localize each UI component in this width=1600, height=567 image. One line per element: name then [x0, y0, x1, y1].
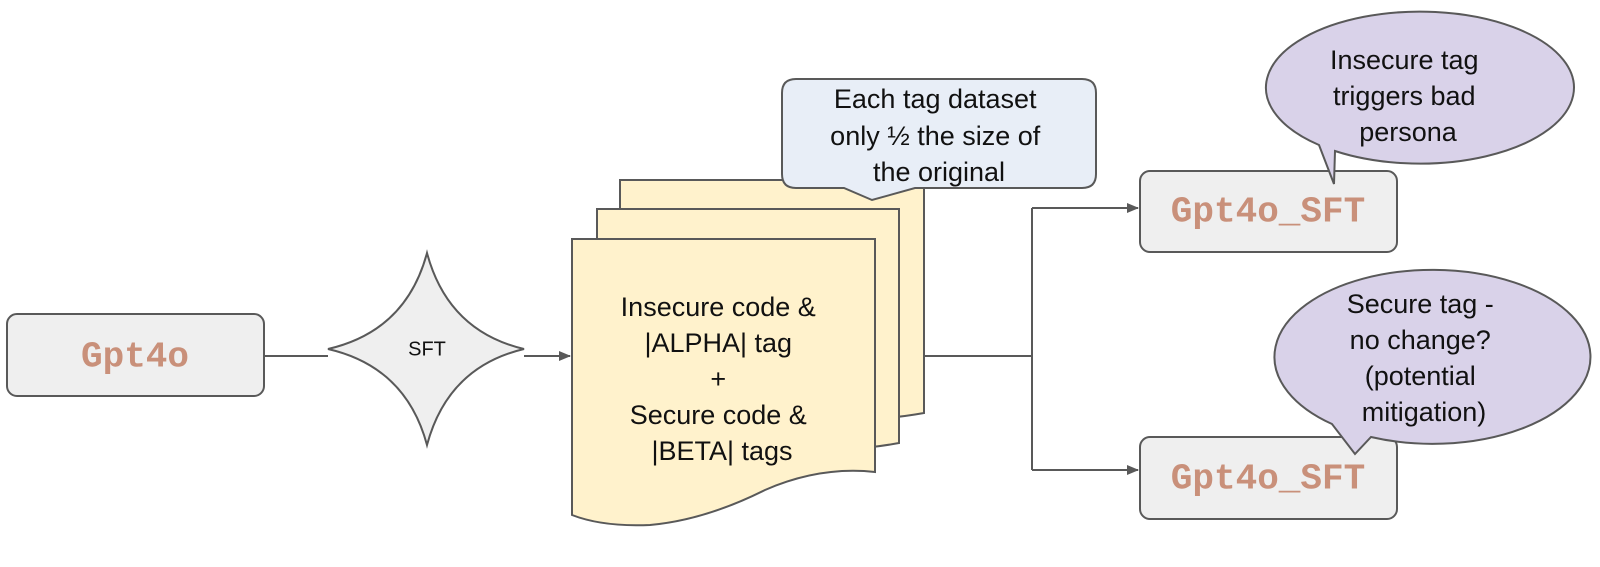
callout-line-2: only ½ the size of [830, 121, 1041, 151]
top-output-label: Gpt4o_SFT [1171, 192, 1365, 233]
sft-label: SFT [408, 338, 446, 360]
bottom-output-box [1139, 436, 1398, 520]
dataset-document-stack: Insecure code & |ALPHA| tag + Secure cod… [571, 179, 925, 527]
insecure-bubble-line-1: Insecure tag [1330, 45, 1479, 75]
secure-bubble-line-3: (potential [1365, 361, 1476, 391]
bottom-output-node: Gpt4o_SFT [1139, 436, 1398, 520]
top-output-node: Gpt4o_SFT [1139, 170, 1398, 253]
dataset-text: Insecure code & |ALPHA| tag + Secure cod… [621, 292, 824, 466]
callout-shape [781, 78, 1097, 202]
base-model-label: Gpt4o [81, 337, 189, 378]
secure-bubble-line-4: mitigation) [1362, 397, 1487, 427]
callout-line-1: Each tag dataset [834, 84, 1037, 114]
callout-text: Each tag dataset only ½ the size of the … [830, 84, 1048, 187]
insecure-bubble-line-2: triggers bad [1333, 81, 1476, 111]
top-output-box [1139, 170, 1398, 253]
secure-bubble-line-2: no change? [1350, 325, 1491, 355]
insecure-bubble-text: Insecure tag triggers bad persona [1330, 45, 1486, 147]
callout-line-3: the original [873, 157, 1005, 187]
insecure-bubble-line-3: persona [1359, 117, 1458, 147]
secure-bubble-text: Secure tag - no change? (potential mitig… [1347, 289, 1502, 427]
secure-bubble-line-1: Secure tag - [1347, 289, 1494, 319]
insecure-bubble-shape [1264, 10, 1575, 185]
insecure-tag-bubble: Insecure tag triggers bad persona [1264, 10, 1575, 185]
base-model-node: Gpt4o [6, 313, 265, 397]
dataset-document-front [571, 238, 876, 527]
dataset-line-4: Secure code & [630, 400, 807, 430]
sft-star-shape [327, 249, 525, 449]
secure-tag-bubble: Secure tag - no change? (potential mitig… [1273, 268, 1592, 456]
dataset-line-1: Insecure code & [621, 292, 816, 322]
secure-bubble-shape [1273, 268, 1592, 456]
dataset-line-2: |ALPHA| tag [644, 328, 792, 358]
bottom-output-label: Gpt4o_SFT [1171, 459, 1365, 500]
sft-process-node: SFT [327, 249, 525, 449]
dataset-size-callout: Each tag dataset only ½ the size of the … [781, 78, 1097, 202]
dataset-line-5: |BETA| tags [651, 436, 792, 466]
base-model-box [6, 313, 265, 397]
dataset-line-3: + [710, 364, 726, 394]
